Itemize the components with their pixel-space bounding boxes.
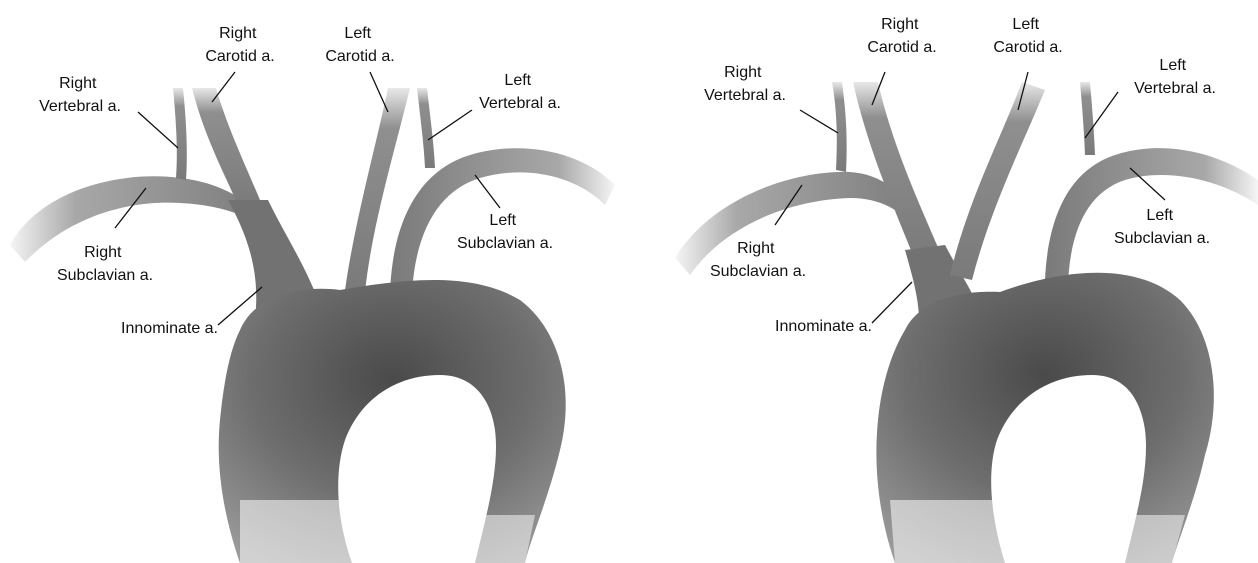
leader-right-vertebral [138, 112, 178, 148]
label-innominate: Innominate a. [775, 318, 872, 335]
vessels-left [10, 88, 615, 563]
label-left-vertebral: Left Vertebral a. [1134, 57, 1216, 97]
right-vertebral-artery [173, 88, 187, 180]
label-left-carotid: Left Carotid a. [993, 16, 1062, 56]
label-right-subclavian: Right Subclavian a. [710, 240, 806, 280]
label-right-subclavian: Right Subclavian a. [57, 244, 153, 284]
aortic-arch-fade-desc [475, 515, 535, 563]
leader-innominate [872, 282, 912, 323]
leader-right-vertebral [800, 110, 838, 133]
aortic-arch-fade [890, 500, 1005, 563]
vessels-right [675, 82, 1258, 563]
panel-left: Right Carotid a. Left Carotid a. Right V… [10, 25, 615, 563]
label-left-carotid: Left Carotid a. [325, 25, 394, 65]
leader-left-vertebral [428, 110, 472, 140]
left-carotid-artery [950, 82, 1045, 280]
panel-right: Right Carotid a. Left Carotid a. Right V… [675, 16, 1258, 563]
left-vertebral-artery [1080, 82, 1095, 155]
label-right-vertebral: Right Vertebral a. [704, 64, 786, 104]
left-vertebral-artery [417, 88, 435, 168]
label-left-subclavian: Left Subclavian a. [457, 212, 553, 252]
aortic-arch-fade-desc [1125, 515, 1185, 563]
label-left-subclavian: Left Subclavian a. [1114, 207, 1210, 247]
label-right-carotid: Right Carotid a. [205, 25, 274, 65]
aortic-arch-fade [240, 500, 352, 563]
leader-left-carotid [370, 72, 388, 112]
right-carotid-artery [853, 82, 940, 260]
right-vertebral-artery [832, 82, 847, 172]
label-right-carotid: Right Carotid a. [867, 16, 936, 56]
leader-left-subclavian [475, 175, 500, 208]
leader-right-carotid [212, 72, 235, 102]
label-innominate: Innominate a. [121, 320, 218, 337]
label-left-vertebral: Left Vertebral a. [479, 72, 561, 112]
label-right-vertebral: Right Vertebral a. [39, 75, 121, 115]
